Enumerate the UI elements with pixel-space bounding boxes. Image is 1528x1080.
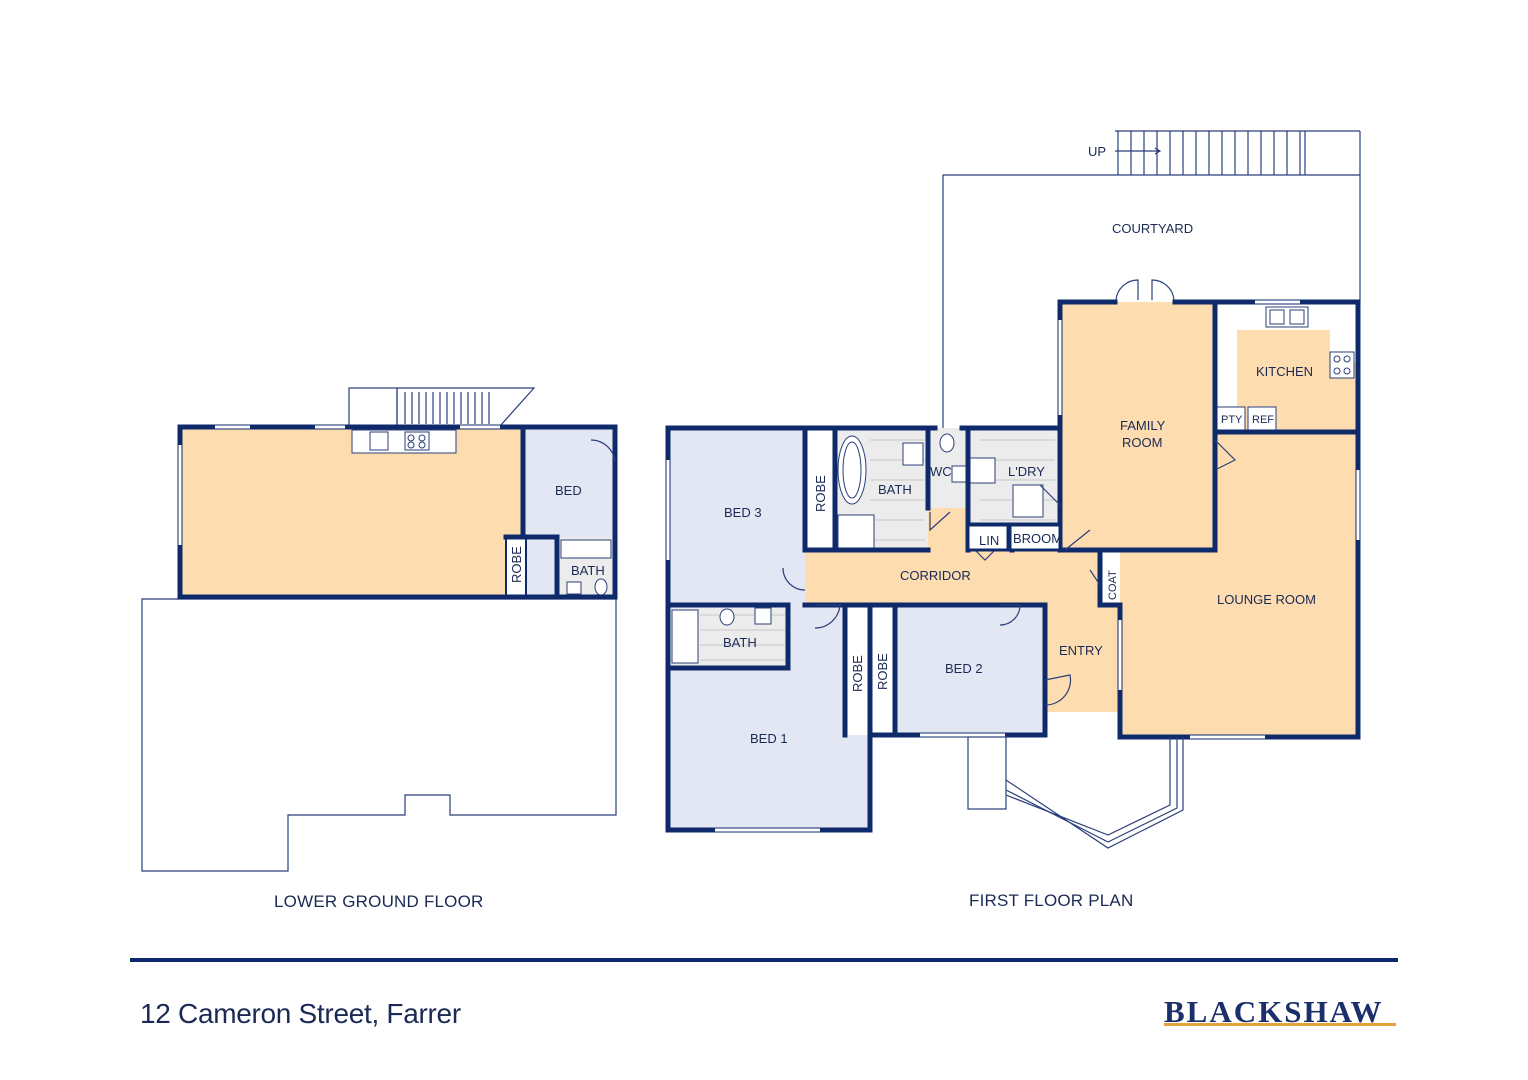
bed1-label: BED 1 bbox=[750, 731, 788, 746]
wc-label: WC bbox=[930, 464, 952, 479]
bed2-robe bbox=[870, 605, 895, 735]
lounge-room bbox=[1120, 432, 1358, 737]
lower-ground-floor-plan bbox=[141, 387, 618, 872]
bed2-robe-label: ROBE bbox=[875, 653, 890, 690]
corridor-label: CORRIDOR bbox=[900, 568, 971, 583]
bed3-label: BED 3 bbox=[724, 505, 762, 520]
bed1-robe-label: ROBE bbox=[850, 655, 865, 692]
bed1-robe bbox=[845, 605, 870, 735]
bed3-room bbox=[668, 428, 805, 605]
laundry-label: L'DRY bbox=[1008, 464, 1045, 479]
property-address: 12 Cameron Street, Farrer bbox=[140, 998, 461, 1029]
ensuite-bath-label: BATH bbox=[723, 635, 757, 650]
lower-stair bbox=[348, 387, 536, 427]
family-room-label-line: FAMILY bbox=[1120, 418, 1166, 433]
lower-ground-caption: LOWER GROUND FLOOR bbox=[274, 892, 484, 911]
bed3-robe-label: ROBE bbox=[813, 475, 828, 512]
main-bath-label: BATH bbox=[878, 482, 912, 497]
footer-rule bbox=[130, 958, 1398, 962]
first-floor-caption: FIRST FLOOR PLAN bbox=[969, 891, 1133, 910]
first-floor-plan: UP COURTYARD KITCHEN FAMILY ROOM PTY REF… bbox=[665, 130, 1361, 849]
courtyard-label: COURTYARD bbox=[1112, 221, 1193, 236]
bed1-room bbox=[668, 668, 870, 830]
bed3-robe bbox=[805, 428, 835, 550]
lower-living-area bbox=[180, 427, 523, 597]
pantry-label: PTY bbox=[1221, 414, 1243, 426]
stair-up-label: UP bbox=[1088, 144, 1106, 159]
broom-label: BROOM bbox=[1013, 531, 1062, 546]
courtyard-outline bbox=[942, 131, 1361, 428]
fridge-label: REF bbox=[1252, 414, 1274, 426]
lounge-room-label: LOUNGE ROOM bbox=[1217, 592, 1316, 607]
entry-label: ENTRY bbox=[1059, 643, 1103, 658]
bed2-label: BED 2 bbox=[945, 661, 983, 676]
lower-bath-label: BATH bbox=[571, 563, 605, 578]
brand-logo-underline bbox=[1164, 1023, 1396, 1026]
family-room-label: FAMILY ROOM bbox=[1120, 418, 1169, 450]
kitchen-label: KITCHEN bbox=[1256, 364, 1313, 379]
bed2-room bbox=[895, 605, 1045, 735]
front-porch bbox=[967, 736, 1184, 849]
family-room-label-line: ROOM bbox=[1122, 435, 1162, 450]
lin-label: LIN bbox=[979, 533, 999, 548]
lower-robe-label: ROBE bbox=[509, 546, 524, 583]
courtyard-stair bbox=[1115, 131, 1301, 175]
coat-label: COAT bbox=[1107, 570, 1119, 600]
subfloor-outline bbox=[141, 598, 617, 872]
lower-bed-label: BED bbox=[555, 483, 582, 498]
